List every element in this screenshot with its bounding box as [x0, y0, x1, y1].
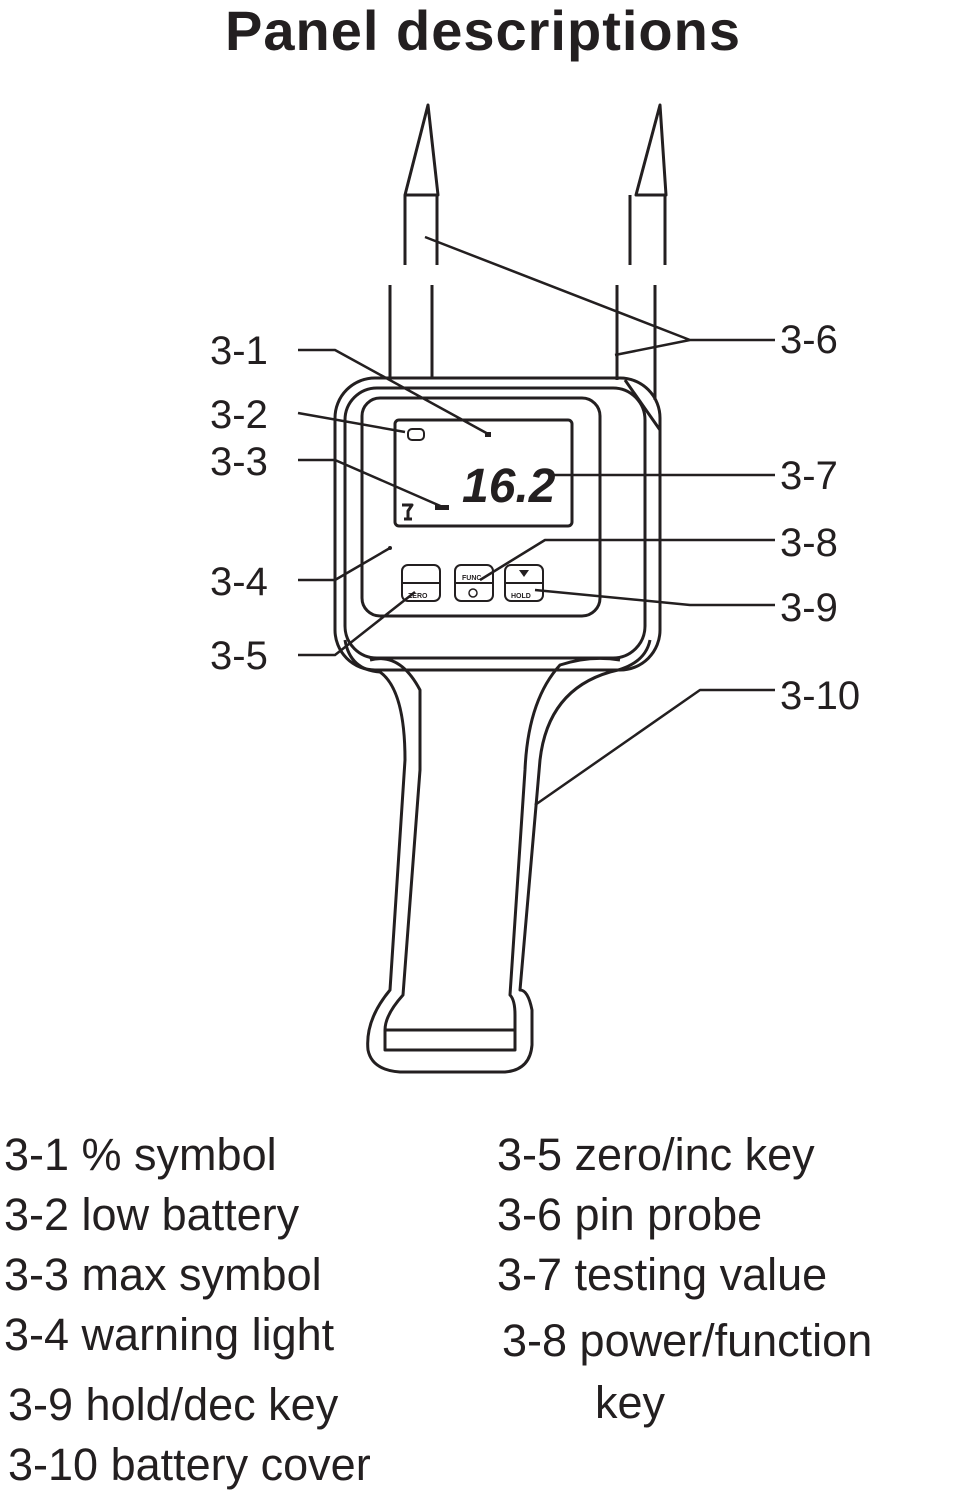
callout-3-2: 3-2 [210, 393, 268, 437]
callout-3-8: 3-8 [780, 521, 838, 565]
callout-3-3: 3-3 [210, 440, 268, 484]
callout-3-1: 3-1 [210, 329, 268, 373]
legend-item: 3-4 warning light [4, 1309, 335, 1360]
meter-head [333, 376, 662, 672]
hold-button-label: HOLD [511, 593, 531, 600]
page-title: Panel descriptions [225, 0, 741, 62]
legend-item: 3-10 battery cover [8, 1439, 371, 1490]
warning-symbol [402, 503, 414, 521]
legend-item: 3-8 power/function [502, 1315, 873, 1366]
leader-lines [297, 235, 775, 807]
callout-3-10: 3-10 [780, 674, 861, 718]
func-button-label: FUNC [462, 575, 481, 582]
legend-item: 3-5 zero/inc key [497, 1129, 815, 1180]
left-probe [388, 103, 440, 380]
callout-3-6: 3-6 [780, 318, 838, 362]
callout-3-9: 3-9 [780, 586, 838, 630]
low-battery-symbol [407, 428, 425, 441]
legend-item: 3-2 low battery [4, 1189, 300, 1240]
right-probe [615, 103, 668, 400]
handle [343, 639, 652, 1074]
legend-item: 3-9 hold/dec key [8, 1379, 339, 1430]
legend-item: key [595, 1377, 666, 1428]
legend-item: 3-3 max symbol [4, 1249, 322, 1300]
callout-3-4: 3-4 [210, 560, 268, 604]
legend-item: 3-7 testing value [497, 1249, 828, 1300]
lcd-screen [393, 418, 574, 528]
display-value: 16.2 [462, 460, 556, 513]
zero-button-label: ZERO [408, 593, 428, 600]
power-icon [468, 588, 478, 598]
legend-item: 3-6 pin probe [497, 1189, 763, 1240]
down-arrow-icon [519, 570, 529, 577]
callout-3-7: 3-7 [780, 454, 838, 498]
callout-3-5: 3-5 [210, 634, 268, 678]
legend-item: 3-1 % symbol [4, 1129, 277, 1180]
